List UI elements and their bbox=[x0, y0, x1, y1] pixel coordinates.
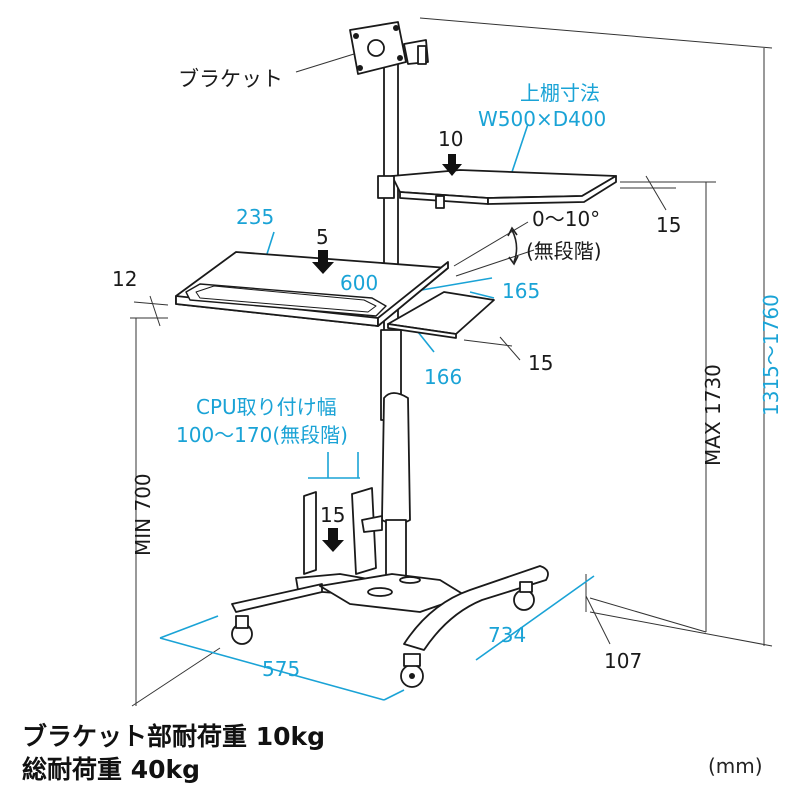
tilt-arrow bbox=[507, 226, 519, 266]
mouse-depth-label: 165 bbox=[502, 279, 540, 303]
cpu-thickness-label: 15 bbox=[320, 503, 345, 527]
cpu-range-label: 100～170(無段階) bbox=[176, 423, 348, 447]
mouse-tray bbox=[387, 291, 495, 339]
labels: ブラケット 上棚寸法 W500×D400 10 15 0～10° (無段階) 2… bbox=[112, 67, 783, 681]
arrow-down-icon bbox=[322, 528, 344, 552]
base bbox=[231, 565, 549, 688]
total-range-label: 1315～1760 bbox=[759, 294, 783, 416]
kb-edge-label: 12 bbox=[112, 267, 137, 291]
arrow-down-icon bbox=[442, 154, 462, 176]
kb-depth-label: 235 bbox=[236, 205, 274, 229]
arrow-down-icon bbox=[312, 250, 334, 274]
max-height-label: MAX 1730 bbox=[701, 364, 725, 466]
top-thickness-label: 10 bbox=[438, 127, 463, 151]
top-shelf bbox=[377, 169, 617, 209]
unit-label: (mm) bbox=[708, 754, 763, 778]
min-height-label: MIN 700 bbox=[131, 473, 155, 556]
cpu-title-label: CPU取り付け幅 bbox=[196, 395, 337, 419]
tilt-angle-label: 0～10° bbox=[532, 207, 600, 231]
load-arrows bbox=[312, 154, 462, 552]
base-width-label: 575 bbox=[262, 657, 300, 681]
kb-thickness-label: 5 bbox=[316, 225, 329, 249]
kb-width-label: 600 bbox=[340, 271, 378, 295]
total-load-note: 総耐荷重 40kg bbox=[22, 755, 201, 784]
keyboard-tray bbox=[175, 251, 449, 327]
bracket-load-note: ブラケット部耐荷重 10kg bbox=[22, 722, 326, 751]
mouse-side-label: 15 bbox=[528, 351, 553, 375]
base-height-label: 107 bbox=[604, 649, 642, 673]
mouse-width-label: 166 bbox=[424, 365, 462, 389]
top-side-label: 15 bbox=[656, 213, 681, 237]
bracket-label: ブラケット bbox=[178, 67, 283, 91]
base-depth-label: 734 bbox=[488, 623, 526, 647]
dimension-lines bbox=[130, 17, 773, 707]
top-shelf-size: W500×D400 bbox=[478, 107, 606, 131]
top-shelf-title: 上棚寸法 bbox=[520, 81, 600, 105]
tilt-note-label: (無段階) bbox=[526, 239, 602, 263]
product-drawing bbox=[175, 21, 617, 688]
vesa-bracket bbox=[349, 21, 429, 75]
